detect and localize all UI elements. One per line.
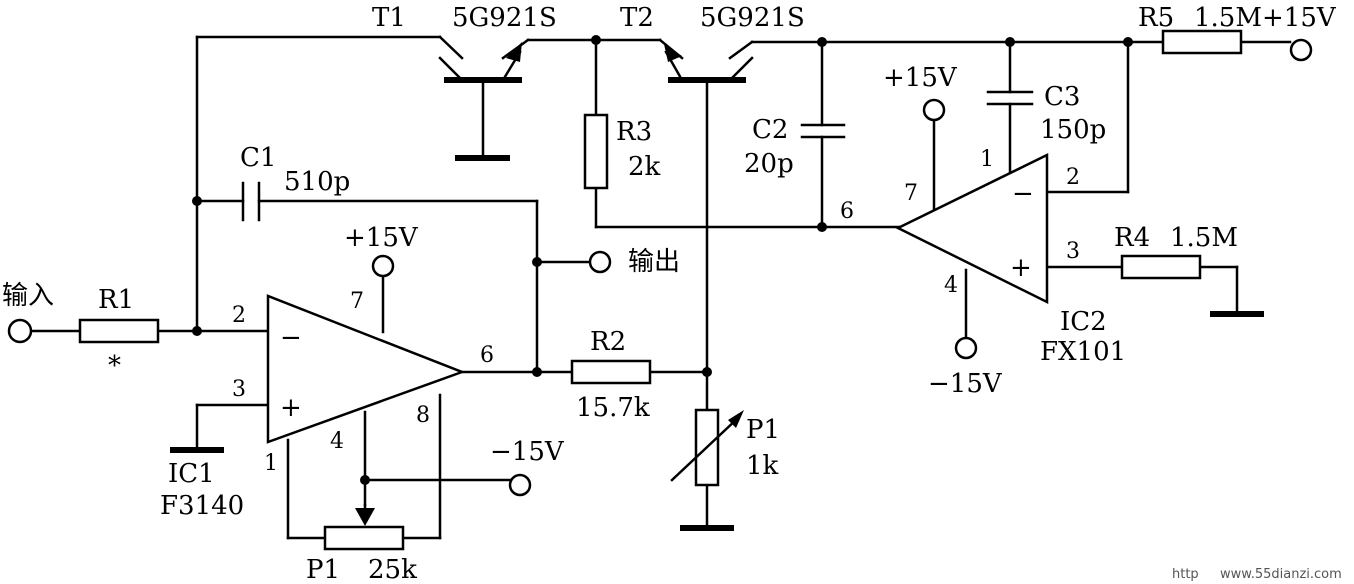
label-r1: R1	[98, 285, 134, 315]
opamp-ic2	[895, 152, 1049, 305]
label-ic2-pin6: 6	[840, 199, 854, 224]
component-labels: T1 5G921S T2 5G921S R5 1.5M +15V R3 2k C…	[2, 3, 1342, 584]
label-c3-value: 150p	[1040, 115, 1106, 145]
label-ic2-pin2: 2	[1066, 165, 1080, 190]
ic2-vminus-terminal	[954, 336, 978, 360]
label-ic1-pin8: 8	[416, 403, 430, 428]
label-ic1-pin1: 1	[264, 451, 278, 476]
label-c1: C1	[240, 143, 276, 173]
terminals	[7, 38, 1313, 497]
ic1-vminus-terminal	[508, 473, 532, 497]
label-ic1-vplus: +15V	[344, 223, 419, 253]
label-ic1-pin7: 7	[350, 289, 364, 314]
label-ic2-pin7: 7	[904, 181, 918, 206]
resistor-r4	[1120, 254, 1202, 280]
vcc-top-terminal	[1289, 38, 1313, 62]
label-r2: R2	[590, 327, 626, 357]
label-ic1-model: F3140	[160, 491, 244, 521]
label-ic2-pin4: 4	[944, 273, 958, 298]
ground-symbols	[170, 155, 1264, 531]
label-ic2-pin3: 3	[1066, 239, 1080, 264]
resistor-r3	[583, 113, 609, 190]
label-c3: C3	[1044, 82, 1080, 112]
capacitor-c3	[986, 90, 1034, 106]
output-terminal	[588, 250, 612, 274]
watermark-prefix: http	[1172, 567, 1199, 582]
capacitor-c1	[241, 181, 261, 222]
potentiometer-p1-1k	[670, 408, 744, 487]
label-ic1: IC1	[168, 459, 215, 489]
label-ic2-vminus: −15V	[928, 369, 1003, 399]
label-c2: C2	[752, 115, 788, 145]
ic2-vplus-terminal	[922, 98, 946, 122]
transistor-t2	[664, 44, 754, 83]
label-r4-value: 1.5M	[1170, 223, 1238, 253]
wires	[30, 35, 1292, 540]
resistor-r5	[1161, 29, 1243, 55]
label-ic1-vminus: −15V	[490, 437, 565, 467]
label-t1-model: 5G921S	[452, 3, 557, 33]
label-r1-note: *	[108, 351, 121, 381]
label-p1-right: P1	[746, 415, 780, 445]
label-ic2-pin1: 1	[980, 147, 994, 172]
label-r5-value: 1.5M	[1194, 3, 1262, 33]
label-r2-value: 15.7k	[576, 393, 650, 423]
input-terminal	[7, 318, 33, 344]
label-r3-value: 2k	[628, 152, 661, 182]
label-ic1-minus: −	[280, 323, 302, 353]
label-t1: T1	[372, 3, 406, 33]
label-ic2: IC2	[1060, 307, 1107, 337]
label-c2-value: 20p	[744, 149, 794, 179]
junction-dots	[192, 35, 1133, 485]
label-ic1-pin3: 3	[232, 377, 246, 402]
opamp-ic1	[266, 294, 466, 444]
label-r4: R4	[1114, 223, 1150, 253]
label-ic2-model: FX101	[1040, 337, 1126, 367]
label-r5: R5	[1138, 3, 1174, 33]
resistor-r1	[78, 318, 160, 344]
label-ic1-pin4: 4	[330, 429, 344, 454]
transistor-t1	[438, 42, 522, 83]
label-ic1-pin6: 6	[480, 343, 494, 368]
capacitor-c2	[800, 123, 846, 139]
label-ic1-pin2: 2	[232, 303, 246, 328]
label-p1-right-value: 1k	[746, 451, 779, 481]
label-output: 输出	[628, 247, 680, 277]
label-ic2-minus: −	[1012, 179, 1034, 209]
label-ic2-vplus: +15V	[883, 63, 958, 93]
label-vcc-top: +15V	[1262, 3, 1337, 33]
label-t2: T2	[620, 3, 654, 33]
label-t2-model: 5G921S	[700, 3, 805, 33]
label-p1-bottom: P1	[306, 555, 340, 584]
watermark: www.55dianzi.com	[1220, 567, 1342, 582]
label-p1-bottom-value: 25k	[368, 555, 417, 584]
potentiometer-p1-25k	[323, 503, 405, 551]
label-ic2-plus: +	[1010, 253, 1032, 283]
resistor-r2	[570, 359, 652, 385]
label-r3: R3	[616, 117, 652, 147]
label-c1-value: 510p	[284, 167, 350, 197]
label-input: 输入	[2, 281, 54, 311]
ic1-vplus-terminal	[371, 254, 395, 278]
label-ic1-plus: +	[280, 393, 302, 423]
